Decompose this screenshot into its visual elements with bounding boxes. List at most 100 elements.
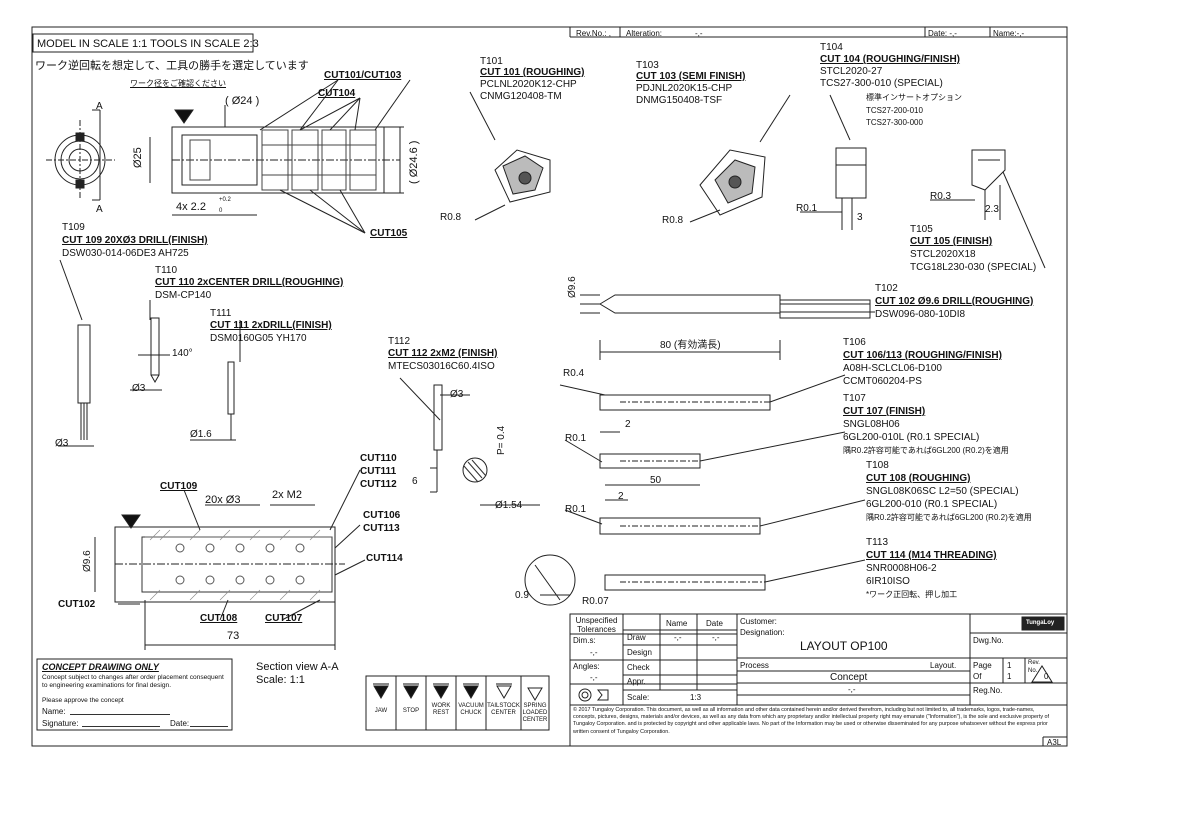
t111-line: DSM0160G05 YH170 (210, 333, 307, 344)
t104-dim: 3 (857, 212, 863, 223)
t102-title: CUT 102 Ø9.6 DRILL(ROUGHING) (875, 296, 1034, 307)
t107-line1: SNGL08H06 (843, 419, 900, 430)
fixture-stop: STOP (402, 708, 420, 714)
of-value: 1 (1007, 672, 1012, 681)
t106-station: T106 (843, 337, 866, 348)
t104-line2: TCS27-300-010 (SPECIAL) (820, 78, 943, 89)
section-caption: Section view A-A (256, 661, 339, 673)
label-cut102: CUT102 (58, 599, 96, 610)
fixture-work-rest: WORK REST (431, 703, 451, 716)
rev-no: Rev.No.: , (576, 29, 611, 38)
concept-text: Concept subject to changes after order p… (42, 674, 224, 690)
date-line[interactable] (190, 726, 228, 727)
t101-radius: R0.8 (440, 212, 462, 223)
draw-date: -,- (712, 633, 720, 642)
jp-main-note: ワーク逆回転を想定して、工具の勝手を選定しています (35, 60, 309, 72)
t103-line1: PDJNL2020K15-CHP (636, 83, 733, 94)
t103-line2: DNMG150408-TSF (636, 95, 723, 106)
t107-dim: 2 (625, 419, 631, 430)
process-value: Concept (830, 672, 868, 683)
section-dim-bore: Ø9.6 (82, 550, 93, 572)
name-signature-line[interactable] (70, 714, 170, 715)
t111-dim: Ø1.6 (190, 429, 212, 440)
fixture-spring-loaded-center: SPRING LOADED CENTER (522, 703, 548, 723)
t108-radius: R0.1 (565, 504, 587, 515)
t103-station: T103 (636, 60, 659, 71)
t112-station: T112 (388, 336, 411, 347)
t113-title: CUT 114 (M14 THREADING) (866, 550, 997, 561)
scale-label: Scale: (627, 693, 650, 702)
t105-title: CUT 105 (FINISH) (910, 236, 993, 247)
designation-label: Designation: (740, 628, 785, 637)
label-cut108: CUT108 (200, 613, 238, 624)
t102-dim-len: 80 (有効満長) (660, 340, 721, 351)
alteration-label: Alteration: (626, 29, 663, 38)
t108-jp-note: 隅R0.2許容可能であれば6GL200 (R0.2)を適用 (866, 513, 1032, 522)
t107-radius: R0.1 (565, 433, 587, 444)
draw-name: -,- (674, 633, 682, 642)
process-label: Process (740, 661, 769, 670)
t106-radius: R0.4 (563, 368, 585, 379)
t112-pitch: P= 0.4 (496, 425, 507, 455)
t104-jp-option: 標準インサートオプション (866, 93, 962, 102)
dim-tol-zero: 0 (219, 208, 223, 214)
t106-line1: A08H-SCLCL06-D100 (843, 363, 942, 374)
t110-title: CUT 110 2xCENTER DRILL(ROUGHING) (155, 277, 344, 288)
unspecified-tolerances: Unspecified Tolerances (575, 616, 618, 634)
page-label: Page (973, 661, 992, 670)
t112-title: CUT 112 2xM2 (FINISH) (388, 348, 498, 359)
dim-groove: 4x 2.2 (176, 201, 206, 213)
process-right: Layout. (930, 661, 957, 670)
t110-line: DSM-CP140 (155, 290, 212, 301)
t105-line2: TCG18L230-030 (SPECIAL) (910, 262, 1037, 273)
t108-dim-b: 2 (618, 491, 624, 502)
header-date: Date: -,- (928, 29, 957, 38)
t112-dim-d: Ø3 (450, 389, 464, 400)
fixture-tailstock-center: TAILSTOCK CENTER (487, 703, 520, 716)
t111-station: T111 (210, 308, 232, 319)
t108-line2: 6GL200-010 (R0.1 SPECIAL) (866, 499, 998, 510)
tungaloy-logo: TungaLoy (1026, 620, 1055, 626)
t101-line2: CNMG120408-TM (480, 91, 562, 102)
header-name: Name:-,- (993, 29, 1025, 38)
concept-name-label: Name: (42, 707, 66, 716)
t103-title: CUT 103 (SEMI FINISH) (636, 71, 746, 82)
sheet-size: A3L (1047, 738, 1062, 747)
t110-angle: 140° (172, 348, 193, 359)
t102-line: DSW096-080-10DI8 (875, 309, 966, 320)
jp-diameter-note: ワーク径をご確認ください (130, 79, 226, 88)
fixture-jaw: JAW (374, 708, 388, 714)
t109-title: CUT 109 20XØ3 DRILL(FINISH) (62, 235, 208, 246)
col-name: Name (666, 619, 688, 628)
label-cut114: CUT114 (366, 553, 403, 564)
t107-station: T107 (843, 393, 866, 404)
t113-jp-note: *ワーク正回転、押し加工 (866, 590, 958, 599)
label-cut106: CUT106 (363, 510, 401, 521)
t105-station: T105 (910, 224, 933, 235)
alteration-value: -,- (695, 29, 703, 38)
t108-title: CUT 108 (ROUGHING) (866, 473, 971, 484)
label-cut105: CUT105 (370, 228, 408, 239)
dwg-no: Dwg.No. (973, 636, 1004, 645)
t107-jp-note: 隅R0.2許容可能であれば6GL200 (R0.2)を適用 (843, 446, 1009, 455)
label-cut113: CUT113 (363, 523, 400, 534)
legal-notice: © 2017 Tungaloy Corporation. This docume… (573, 707, 1050, 735)
t106-title: CUT 106/113 (ROUGHING/FINISH) (843, 350, 1002, 361)
t108-dim-a: 50 (650, 475, 662, 486)
t112-dim-small: Ø1.54 (495, 500, 523, 511)
label-cut109: CUT109 (160, 481, 198, 492)
concept-date-label: Date: (170, 719, 190, 728)
section-dim-holes: 20x Ø3 (205, 494, 241, 506)
row-appr: Appr. (627, 677, 646, 686)
row-design: Design (627, 648, 652, 657)
t103-radius: R0.8 (662, 215, 684, 226)
page-value: 1 (1007, 661, 1012, 670)
label-cut112: CUT112 (360, 479, 397, 490)
dim-d25: Ø25 (132, 147, 144, 168)
section-scale: Scale: 1:1 (256, 674, 305, 686)
signature-line[interactable] (82, 726, 160, 727)
designation-value: LAYOUT OP100 (800, 639, 888, 653)
concept-title: CONCEPT DRAWING ONLY (42, 662, 159, 672)
t113-line2: 6IR10ISO (866, 576, 910, 587)
